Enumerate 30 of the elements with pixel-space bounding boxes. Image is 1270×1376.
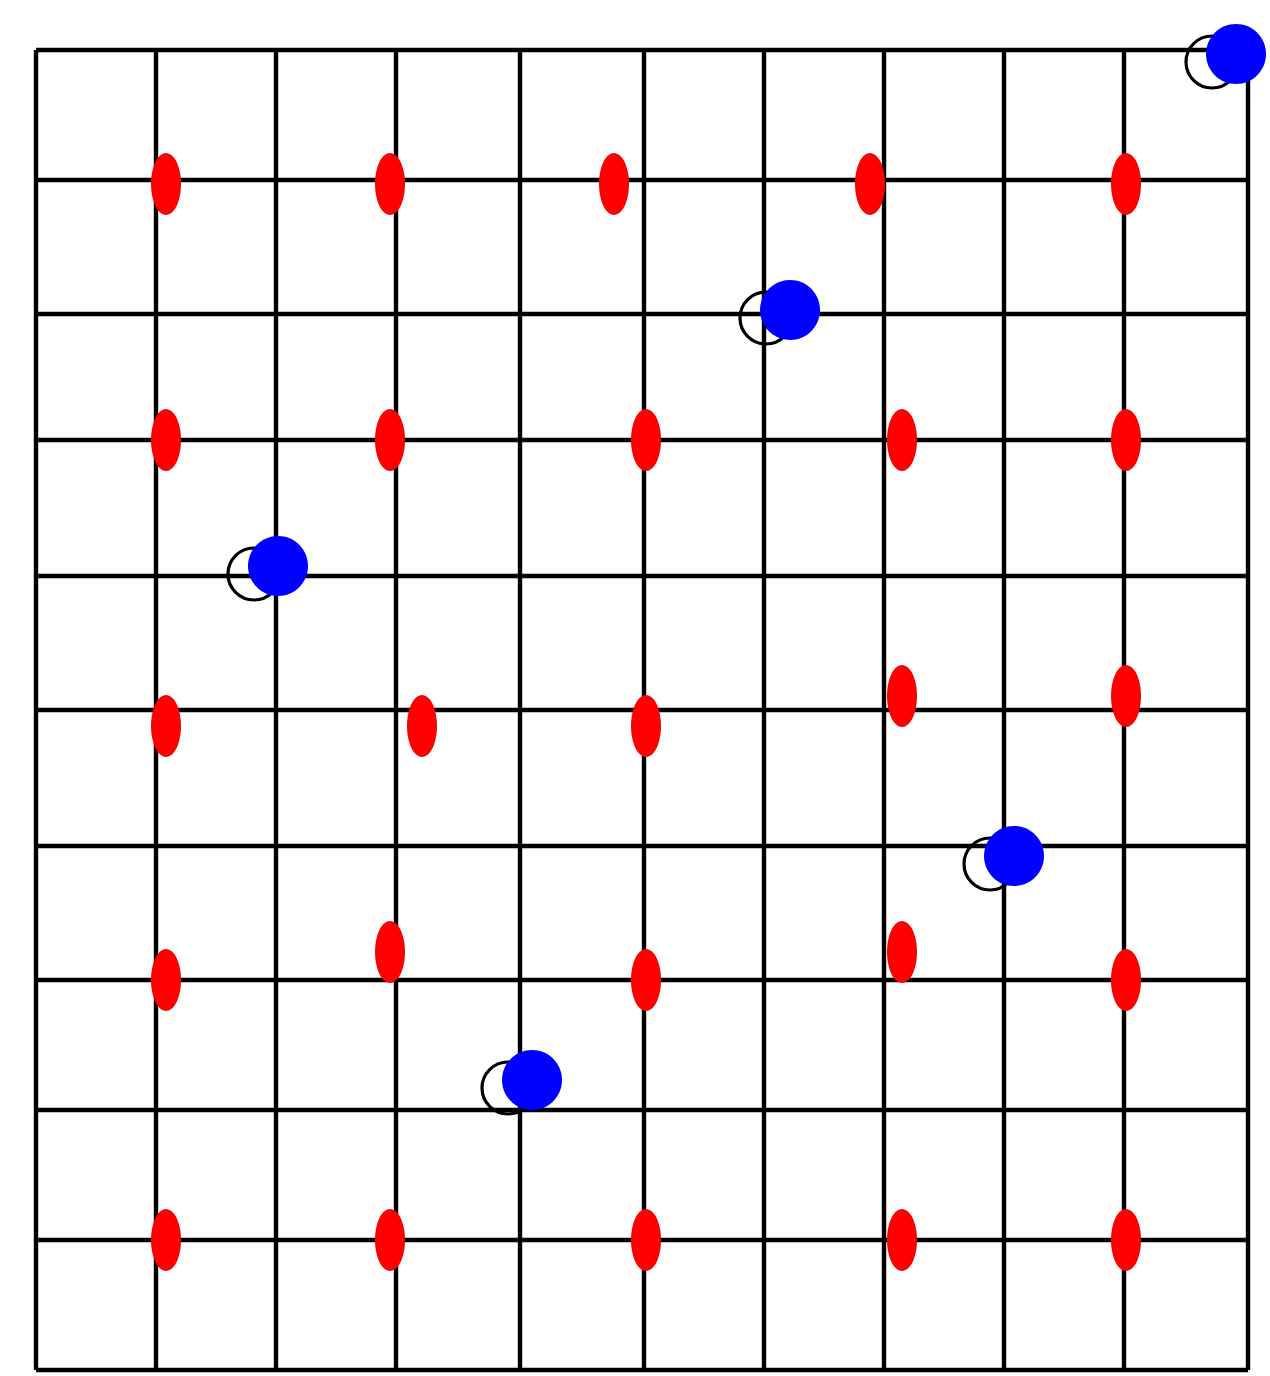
ellipse-marker xyxy=(631,409,661,471)
ellipse-marker xyxy=(151,1209,181,1271)
ellipse-marker xyxy=(887,1209,917,1271)
ellipse-marker xyxy=(151,949,181,1011)
ellipse-marker xyxy=(407,695,437,757)
ellipse-marker xyxy=(1111,409,1141,471)
ellipse-marker xyxy=(1111,949,1141,1011)
ellipse-marker xyxy=(151,153,181,215)
ellipse-marker xyxy=(151,409,181,471)
ellipse-marker xyxy=(855,153,885,215)
ellipse-marker xyxy=(375,1209,405,1271)
ellipse-marker xyxy=(375,409,405,471)
ellipse-marker xyxy=(1111,1209,1141,1271)
ellipse-marker xyxy=(375,921,405,983)
circle-marker xyxy=(1184,24,1266,90)
ellipse-marker xyxy=(375,153,405,215)
ellipse-marker xyxy=(887,409,917,471)
ellipse-marker xyxy=(631,949,661,1011)
ellipse-marker xyxy=(631,1209,661,1271)
ellipse-marker xyxy=(887,921,917,983)
ellipse-marker xyxy=(151,695,181,757)
ellipse-marker xyxy=(599,153,629,215)
circle-marker xyxy=(962,826,1044,892)
ellipse-marker xyxy=(887,665,917,727)
circle-marker xyxy=(738,280,820,346)
circle-marker xyxy=(480,1050,562,1116)
ellipse-marker xyxy=(1111,665,1141,727)
ellipse-marker xyxy=(1111,153,1141,215)
ellipse-marker xyxy=(631,695,661,757)
circle-marker xyxy=(226,536,308,602)
